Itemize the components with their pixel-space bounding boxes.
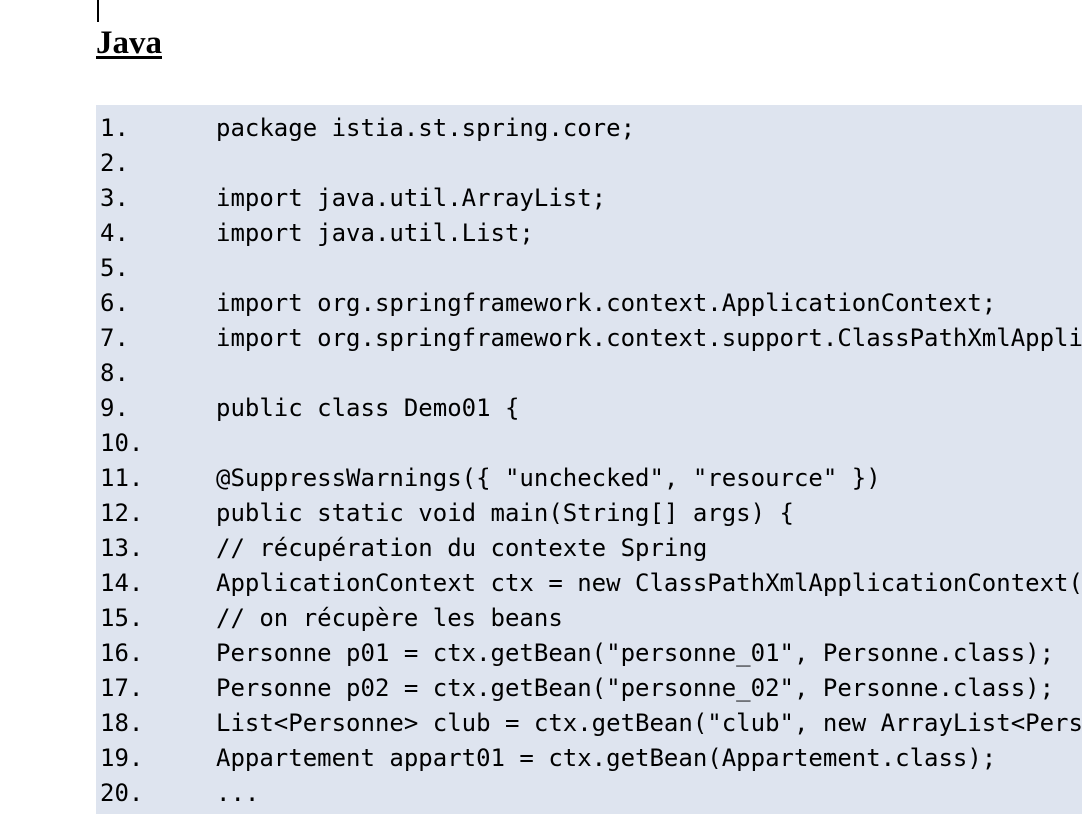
code-line-number: 19. — [100, 744, 144, 772]
code-listing-block: 1. package istia.st.spring.core; 2. 3. impor… — [96, 105, 1082, 814]
code-line: 7. import org.springframework.context.sup… — [96, 321, 1082, 356]
code-line-number: 17. — [100, 674, 144, 702]
code-line-number: 11. — [100, 464, 144, 492]
code-line-text: // on récupère les beans — [216, 604, 563, 632]
code-line: 6. import org.springframework.context.App… — [96, 286, 1082, 321]
code-line: 4. import java.util.List; — [96, 216, 1082, 251]
code-line: 8. — [96, 356, 1082, 391]
code-line: 9. public class Demo01 { — [96, 391, 1082, 426]
code-line-text: List<Personne> club = ctx.getBean("club"… — [216, 709, 1082, 737]
code-line: 10. — [96, 426, 1082, 461]
code-line-number: 2. — [100, 149, 129, 177]
code-line-number: 20. — [100, 779, 144, 807]
code-line-text: Appartement appart01 = ctx.getBean(Appar… — [216, 744, 997, 772]
code-line-text: Personne p02 = ctx.getBean("personne_02"… — [216, 674, 1055, 702]
code-line-number: 1. — [100, 114, 129, 142]
code-line: 16. Personne p01 = ctx.getBean("personne_… — [96, 636, 1082, 671]
code-line-number: 14. — [100, 569, 144, 597]
code-line-text: // récupération du contexte Spring — [216, 534, 708, 562]
code-line: 1. package istia.st.spring.core; — [96, 111, 1082, 146]
code-line: 2. — [96, 146, 1082, 181]
code-line: 17. Personne p02 = ctx.getBean("personne_… — [96, 671, 1082, 706]
code-line-text: import java.util.List; — [216, 219, 534, 247]
code-line: 13. // récupération du contexte Spring — [96, 531, 1082, 566]
code-line-number: 10. — [100, 429, 144, 457]
code-line-number: 18. — [100, 709, 144, 737]
page-heading-java: Java — [96, 25, 162, 61]
code-line-number: 16. — [100, 639, 144, 667]
code-line-number: 9. — [100, 394, 129, 422]
code-line-text: import java.util.ArrayList; — [216, 184, 607, 212]
code-line: 11. @SuppressWarnings({ "unchecked", "res… — [96, 461, 1082, 496]
code-line: 19. Appartement appart01 = ctx.getBean(Ap… — [96, 741, 1082, 776]
code-line-text: @SuppressWarnings({ "unchecked", "resour… — [216, 464, 881, 492]
code-line-number: 5. — [100, 254, 129, 282]
code-line-text: import org.springframework.context.suppo… — [216, 324, 1082, 352]
code-line: 12. public static void main(String[] args… — [96, 496, 1082, 531]
code-line-text: ... — [216, 779, 260, 807]
code-line-number: 3. — [100, 184, 129, 212]
code-line-number: 12. — [100, 499, 144, 527]
code-line-text: public class Demo01 { — [216, 394, 520, 422]
code-line-number: 7. — [100, 324, 129, 352]
code-line-number: 4. — [100, 219, 129, 247]
code-line-text: public static void main(String[] args) { — [216, 499, 794, 527]
code-line: 14. ApplicationContext ctx = new ClassPat… — [96, 566, 1082, 601]
code-line-number: 13. — [100, 534, 144, 562]
code-line-number: 15. — [100, 604, 144, 632]
code-line: 15. // on récupère les beans — [96, 601, 1082, 636]
code-line-text: ApplicationContext ctx = new ClassPathXm… — [216, 569, 1082, 597]
code-line-text: Personne p01 = ctx.getBean("personne_01"… — [216, 639, 1055, 667]
code-line: 3. import java.util.ArrayList; — [96, 181, 1082, 216]
code-line-number: 6. — [100, 289, 129, 317]
code-line: 20.... — [96, 776, 1082, 811]
code-line: 5. — [96, 251, 1082, 286]
text-caret — [97, 0, 99, 22]
code-line-text: import org.springframework.context.Appli… — [216, 289, 997, 317]
code-line-number: 8. — [100, 359, 129, 387]
code-line-text: package istia.st.spring.core; — [216, 114, 636, 142]
code-line: 18. List<Personne> club = ctx.getBean("cl… — [96, 706, 1082, 741]
